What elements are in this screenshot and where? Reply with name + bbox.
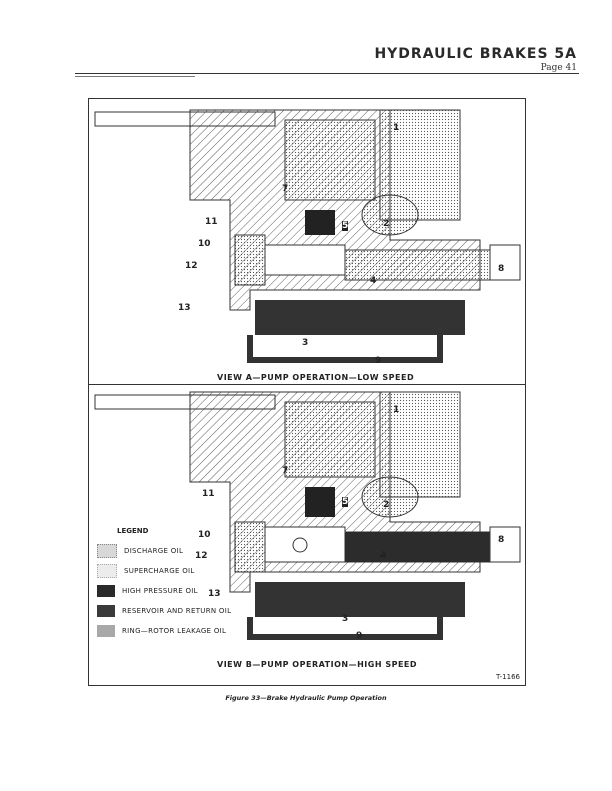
callout-1: 1 xyxy=(393,405,400,415)
leakage-swatch xyxy=(97,625,115,637)
figure-caption: Figure 33—Brake Hydraulic Pump Operation xyxy=(225,694,387,702)
legend-label: RESERVOIR AND RETURN OIL xyxy=(122,607,232,615)
callout-8: 8 xyxy=(498,264,505,274)
legend-label: SUPERCHARGE OIL xyxy=(124,567,195,575)
callout-6: 6 xyxy=(323,502,330,512)
pump-diagram-view-b xyxy=(94,391,521,640)
callout-2: 2 xyxy=(383,219,390,229)
callout-4: 4 xyxy=(370,276,377,286)
discharge-swatch xyxy=(97,544,117,558)
callout-7: 7 xyxy=(282,184,289,194)
view-b-caption: VIEW B—PUMP OPERATION—HIGH SPEED xyxy=(217,660,418,669)
pump-diagram-view-a xyxy=(94,109,521,363)
callout-12: 12 xyxy=(185,261,198,271)
callout-5: 5 xyxy=(342,497,349,507)
figure-frame xyxy=(88,98,526,686)
callout-3: 3 xyxy=(302,338,309,348)
callout-9: 9 xyxy=(375,356,382,366)
section-title: HYDRAULIC BRAKES 5A xyxy=(374,46,577,62)
legend-item: SUPERCHARGE OIL xyxy=(97,561,231,581)
view-a-caption: VIEW A—PUMP OPERATION—LOW SPEED xyxy=(217,373,415,382)
legend-title: LEGEND xyxy=(117,527,149,535)
legend-item: DISCHARGE OIL xyxy=(97,541,231,561)
supercharge-swatch xyxy=(97,564,117,578)
legend-item: HIGH PRESSURE OIL xyxy=(97,581,231,601)
header-rule xyxy=(75,73,579,74)
callout-1: 1 xyxy=(393,123,400,133)
callout-2: 2 xyxy=(383,500,390,510)
reservoir-swatch xyxy=(97,605,115,617)
legend-item: RING—ROTOR LEAKAGE OIL xyxy=(97,621,231,641)
callout-6: 6 xyxy=(325,219,332,229)
legend: LEGEND DISCHARGE OIL SUPERCHARGE OIL HIG… xyxy=(97,527,231,641)
legend-label: DISCHARGE OIL xyxy=(124,547,184,555)
legend-label: RING—ROTOR LEAKAGE OIL xyxy=(122,627,227,635)
callout-13: 13 xyxy=(178,303,191,313)
callout-4: 4 xyxy=(380,551,387,561)
callout-3: 3 xyxy=(342,614,349,624)
view-divider xyxy=(88,384,526,385)
callout-5: 5 xyxy=(342,221,349,231)
header-rule-short xyxy=(75,76,195,77)
callout-10: 10 xyxy=(198,530,211,540)
callout-10: 10 xyxy=(198,239,211,249)
legend-label: HIGH PRESSURE OIL xyxy=(122,587,198,595)
callout-11: 11 xyxy=(205,217,218,227)
figure-number: T-1166 xyxy=(496,673,520,681)
callout-11: 11 xyxy=(202,489,215,499)
callout-7: 7 xyxy=(282,466,289,476)
page-number: Page 41 xyxy=(540,63,577,73)
callout-8: 8 xyxy=(498,535,505,545)
legend-item: RESERVOIR AND RETURN OIL xyxy=(97,601,231,621)
callout-13: 13 xyxy=(208,589,221,599)
callout-12: 12 xyxy=(195,551,208,561)
callout-9: 9 xyxy=(356,631,363,641)
high-pressure-swatch xyxy=(97,585,115,597)
